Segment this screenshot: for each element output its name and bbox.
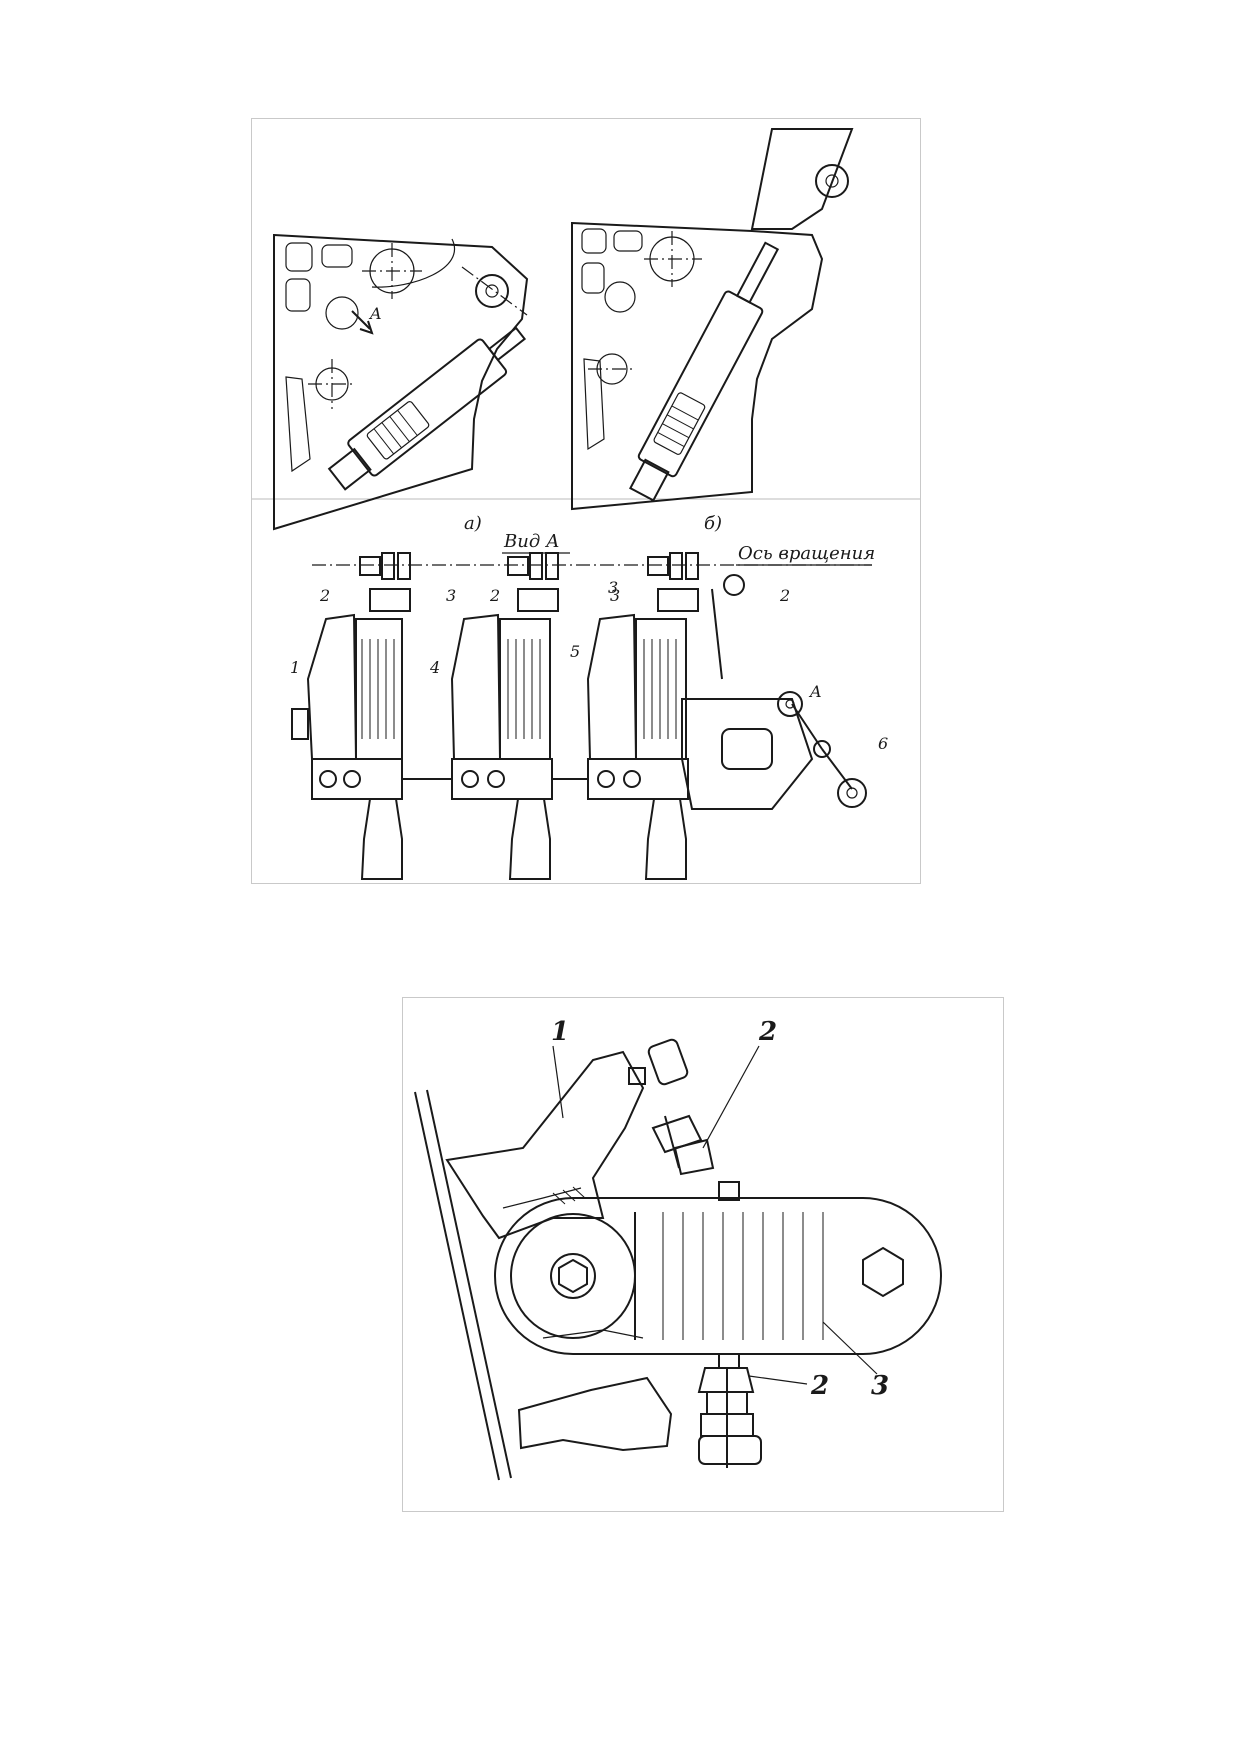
callout-lever-6: 6	[878, 734, 888, 753]
figure-1-svg: A а)	[252, 128, 920, 880]
axis-of-rotation-label: Ось вращения	[738, 543, 875, 564]
actuator-unit-4	[450, 552, 559, 880]
figure-2-svg: 1 2 2 3	[414, 1017, 942, 1481]
caption-panel-b: б)	[704, 513, 722, 534]
bottom-bolt-2	[697, 1353, 762, 1468]
callout-bottom-bolt-2: 2	[810, 1371, 829, 1401]
callout-lever-A: A	[808, 682, 822, 701]
callout-unit-1: 1	[290, 658, 300, 677]
callout-unit-4: 4	[429, 658, 440, 677]
callout-b-3: 3	[610, 586, 620, 605]
lever-assembly	[681, 574, 867, 810]
callout-top-bolt-2: 2	[758, 1017, 777, 1047]
callout-c-2: 2	[779, 586, 790, 605]
top-bolt-2	[628, 1038, 715, 1176]
callout-b-2: 2	[489, 586, 500, 605]
callout-unit-5: 5	[570, 642, 580, 661]
caption-panel-a: а)	[464, 513, 482, 534]
callout-bracket-1: 1	[551, 1017, 569, 1047]
panel-b-mechanism	[571, 128, 854, 511]
lever-3	[494, 1181, 942, 1355]
view-a-title: Вид А	[503, 531, 560, 552]
actuator-unit-1	[291, 552, 411, 880]
figure-2-bracket-drawing: 1 2 2 3	[402, 997, 1004, 1512]
callout-a-2: 2	[319, 586, 330, 605]
callout-lever-3: 3	[871, 1371, 889, 1401]
callout-c-3: 3	[608, 578, 618, 597]
actuator-unit-5	[586, 552, 699, 880]
callout-a-3: 3	[446, 586, 456, 605]
bracket-1	[445, 1050, 673, 1452]
figure-1-actuator-drawing: A а)	[251, 118, 921, 884]
panel-a-mechanism: A	[273, 233, 529, 531]
view-arrow-label: A	[368, 304, 382, 323]
